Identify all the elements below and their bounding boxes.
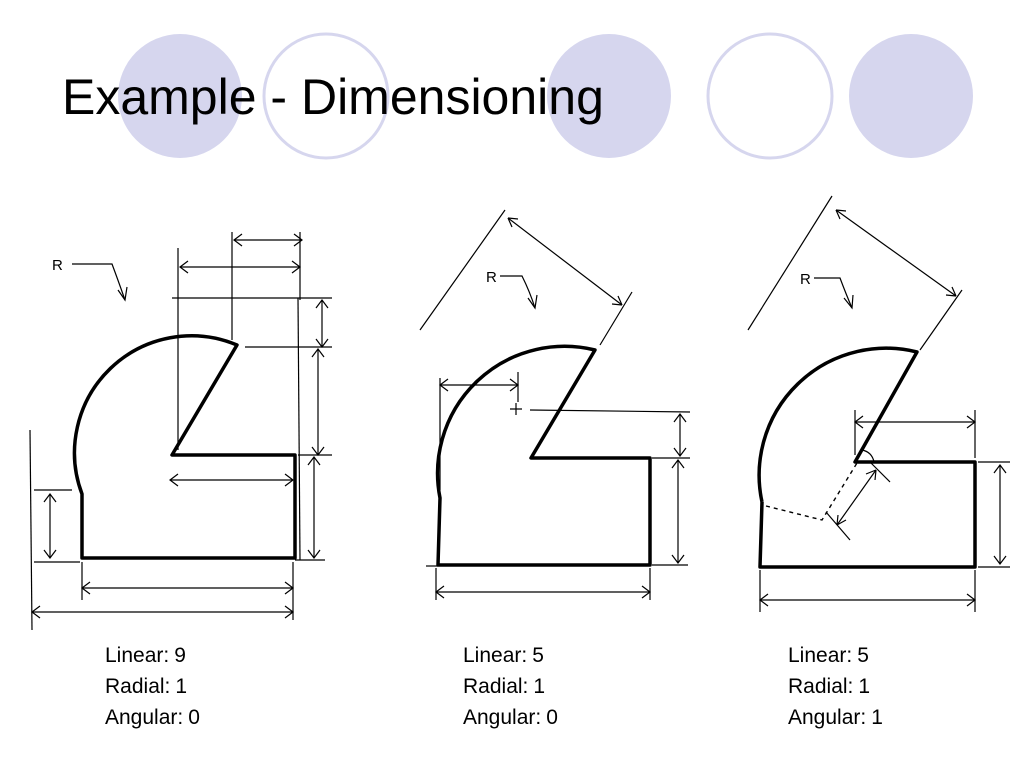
radial-label: Radial:: [463, 675, 529, 698]
figure-3: R: [747, 195, 1010, 612]
part-outline: [72, 334, 297, 560]
decor-circle-outline: [706, 32, 834, 160]
radial-value: 1: [175, 675, 188, 698]
angular-label: Angular:: [463, 706, 542, 729]
linear-value: 9: [174, 644, 186, 667]
radius-arrow: [117, 286, 128, 302]
linear-label: Linear:: [105, 644, 170, 667]
decor-circle-filled: [547, 34, 671, 158]
angular-value: 0: [546, 706, 558, 729]
linear-label: Linear:: [788, 644, 853, 667]
linear-count: Linear:5: [788, 640, 883, 671]
radius-arrow: [843, 294, 854, 310]
decor-circle-outline: [262, 32, 390, 160]
radial-count: Radial:1: [788, 671, 883, 702]
figure-1: R: [29, 232, 332, 631]
radial-count: Radial:1: [105, 671, 200, 702]
angular-count: Angular:0: [105, 702, 200, 733]
caption-figure-1: Linear:9 Radial:1 Angular:0: [105, 640, 200, 733]
linear-value: 5: [532, 644, 544, 667]
part-outline: [435, 344, 652, 567]
radial-label: Radial:: [788, 675, 854, 698]
radial-count: Radial:1: [463, 671, 558, 702]
radius-note: R: [52, 257, 63, 274]
radius-note: R: [486, 269, 497, 286]
part-outline: [757, 346, 977, 569]
radial-value: 1: [858, 675, 871, 698]
dimension-lines: [747, 195, 1010, 612]
construction-line: [765, 462, 858, 521]
decor-circle-filled: [118, 34, 242, 158]
angular-value: 1: [871, 706, 883, 729]
radius-leader: [814, 277, 853, 309]
caption-figure-3: Linear:5 Radial:1 Angular:1: [788, 640, 883, 733]
linear-count: Linear:9: [105, 640, 200, 671]
radius-leader: [500, 275, 536, 309]
caption-figure-2: Linear:5 Radial:1 Angular:0: [463, 640, 558, 733]
angular-label: Angular:: [788, 706, 867, 729]
linear-count: Linear:5: [463, 640, 558, 671]
radius-note: R: [800, 271, 811, 288]
radial-value: 1: [533, 675, 546, 698]
angular-label: Angular:: [105, 706, 184, 729]
dimension-lines: [419, 209, 691, 600]
angular-count: Angular:1: [788, 702, 883, 733]
figure-2: R: [419, 209, 691, 600]
linear-label: Linear:: [463, 644, 528, 667]
radius-leader: [72, 263, 126, 301]
dimension-lines: [29, 232, 332, 631]
decor-circle-filled: [849, 34, 973, 158]
radius-arrow: [527, 294, 538, 310]
slide-title: Example - Dimensioning: [62, 69, 604, 125]
angular-value: 0: [188, 706, 200, 729]
radial-label: Radial:: [105, 675, 171, 698]
linear-value: 5: [857, 644, 869, 667]
angular-count: Angular:0: [463, 702, 558, 733]
